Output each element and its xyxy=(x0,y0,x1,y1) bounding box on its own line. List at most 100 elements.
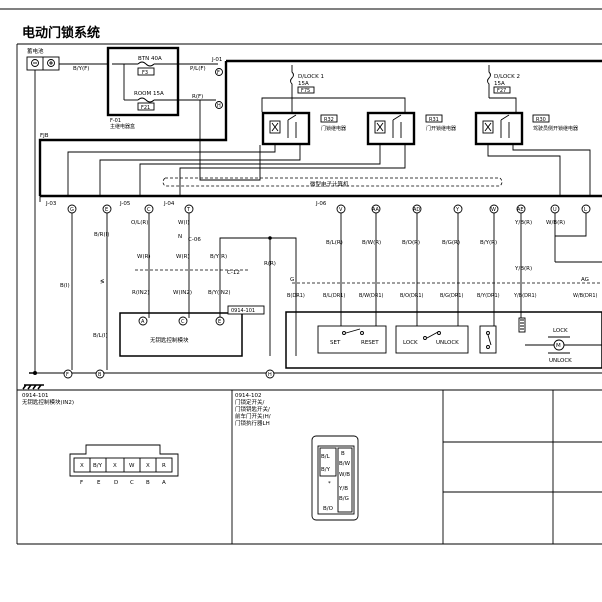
dr1-labels: B(DR1) B/L(DR1) B/W(DR1) B/O(DR1) B/G(DR… xyxy=(287,293,598,299)
svg-text:B/W: B/W xyxy=(339,461,351,467)
svg-text:B: B xyxy=(146,480,150,486)
fuse-dlock1-label: D/LOCK 1 xyxy=(298,74,324,80)
immobilizer-module xyxy=(119,312,243,357)
switch-set: SET xyxy=(330,340,341,346)
wire-n: N xyxy=(178,234,182,240)
svg-text:B/Y: B/Y xyxy=(93,463,103,469)
conn1-ref: 0914-101 xyxy=(22,393,48,399)
svg-text:B/Y: B/Y xyxy=(321,467,331,473)
svg-text:F: F xyxy=(217,70,220,76)
battery-wire: B/Y(F) xyxy=(73,66,89,72)
svg-text:B/O(R): B/O(R) xyxy=(402,240,420,246)
connector-0914-101: X B/Y X W X R F E D C B A xyxy=(69,444,179,486)
svg-text:W/B: W/B xyxy=(339,472,350,478)
svg-text:W/B(R): W/B(R) xyxy=(546,220,565,226)
battery-label: 蓄电池 xyxy=(27,47,44,55)
svg-text:门锁继电器: 门锁继电器 xyxy=(321,125,346,132)
svg-text:R31: R31 xyxy=(429,117,439,123)
conn2-desc2: 门锁钥匙开关/ xyxy=(235,405,270,413)
j06-columns: B/L(R) B/W(R) B/O(R) B/G(R) B/Y(R) Y/B(R… xyxy=(326,213,602,326)
relay-r31: R31 门开锁继电器 xyxy=(366,111,456,146)
immobilizer-name: 无钥匙控制模块 xyxy=(150,336,189,344)
svg-text:B(DR1): B(DR1) xyxy=(287,293,305,299)
fuse-box-name: 主继电器盒 xyxy=(110,123,135,130)
svg-text:E: E xyxy=(105,207,108,213)
svg-text:U: U xyxy=(553,207,557,213)
wire-rf: R(F) xyxy=(192,94,203,100)
relay-r32: R32 门锁继电器 xyxy=(261,111,346,146)
fuse-btn-label: BTN 40A xyxy=(138,56,162,62)
wire-w-i: W(I) xyxy=(178,220,189,226)
conn2-desc4: 门锁执行器LH xyxy=(235,419,270,427)
svg-text:C: C xyxy=(181,319,185,325)
fuse-room-id: F21 xyxy=(141,105,150,111)
svg-text:B/G(DR1): B/G(DR1) xyxy=(440,293,463,299)
switch-reset: RESET xyxy=(361,340,379,346)
lock-unlock-switch xyxy=(395,325,469,354)
conn1-desc: 无钥匙控制模块(IN2) xyxy=(22,398,74,406)
fuse-dlock2-id: F27 xyxy=(497,88,506,94)
wire-w-in2: W(IN2) xyxy=(173,290,192,296)
svg-text:B/G: B/G xyxy=(339,496,349,502)
svg-text:W/B(DR1): W/B(DR1) xyxy=(573,293,598,299)
svg-text:AA: AA xyxy=(372,207,380,213)
immobilizer-ref: 0914-101 xyxy=(231,308,255,314)
conn2-desc1: 门锁定开关/ xyxy=(235,398,265,406)
main-relay-box xyxy=(106,46,180,117)
micom-band xyxy=(162,177,503,187)
junction-j06: J-06 xyxy=(315,201,327,207)
svg-text:Y: Y xyxy=(455,207,460,213)
svg-text:V: V xyxy=(339,207,343,213)
svg-text:X: X xyxy=(80,463,84,469)
junction-j04: J-04 xyxy=(163,201,175,207)
svg-text:A: A xyxy=(141,319,145,325)
svg-text:R32: R32 xyxy=(324,117,334,123)
svg-text:Y/B(R): Y/B(R) xyxy=(514,220,532,226)
junction-c06: C-06 xyxy=(188,237,201,243)
svg-text:B/W(DR1): B/W(DR1) xyxy=(359,293,384,299)
svg-text:G: G xyxy=(70,207,74,213)
wire-br-i: B/R(I) xyxy=(94,232,109,238)
lock-arrow: LOCK xyxy=(553,328,568,334)
svg-text:AE: AE xyxy=(517,207,524,213)
junction-fjb: FJB xyxy=(40,133,49,139)
junction-j03: J-03 xyxy=(45,201,57,207)
svg-text:X: X xyxy=(113,463,117,469)
wire-ol: O/L(R) xyxy=(131,220,148,226)
junction-j05: J-05 xyxy=(119,201,131,207)
svg-text:B/G(R): B/G(R) xyxy=(442,240,460,246)
junction-c12: C-12 xyxy=(227,270,240,276)
fuse-btn-id: F3 xyxy=(142,70,148,76)
connector-0914-102: B/L B/Y B B/W W/B * Y/B B/G B/O xyxy=(311,435,359,521)
svg-text:Y/B(R): Y/B(R) xyxy=(514,266,532,272)
svg-text:F: F xyxy=(80,480,83,486)
wire-wr: W(R) xyxy=(176,254,190,260)
svg-text:T: T xyxy=(186,207,191,213)
fuse-dlock2-label: D/LOCK 2 xyxy=(494,74,520,80)
key-switch xyxy=(479,325,497,354)
svg-text:E: E xyxy=(97,480,101,486)
wire-b-i: B(I) xyxy=(60,283,70,289)
door-lock-switch-box xyxy=(285,311,602,369)
svg-text:H: H xyxy=(268,372,272,378)
svg-text:R30: R30 xyxy=(536,117,546,123)
fuse-dlock2-amp: 15A xyxy=(494,81,505,87)
page-title: 电动门锁系统 xyxy=(22,26,101,41)
conn2-ref: 0914-102 xyxy=(235,393,261,399)
wire-g: G xyxy=(290,277,294,283)
switch-lock: LOCK xyxy=(403,340,418,346)
svg-text:B/Y(R): B/Y(R) xyxy=(480,240,497,246)
j01-bus xyxy=(38,61,228,196)
wire-ag: AG xyxy=(581,277,589,283)
svg-text:H: H xyxy=(217,103,221,109)
svg-text:A: A xyxy=(162,480,166,486)
svg-text:B/W(R): B/W(R) xyxy=(362,240,381,246)
svg-text:驾驶员侧开锁继电器: 驾驶员侧开锁继电器 xyxy=(533,125,578,132)
unlock-arrow: UNLOCK xyxy=(549,358,572,364)
svg-text:B/L(R): B/L(R) xyxy=(326,240,343,246)
conn2-desc3: 前车门开关(H/ xyxy=(235,412,271,420)
svg-text:F: F xyxy=(66,372,69,378)
wire-wr-left: W(R) xyxy=(137,254,151,260)
svg-text:≶: ≶ xyxy=(100,279,105,285)
